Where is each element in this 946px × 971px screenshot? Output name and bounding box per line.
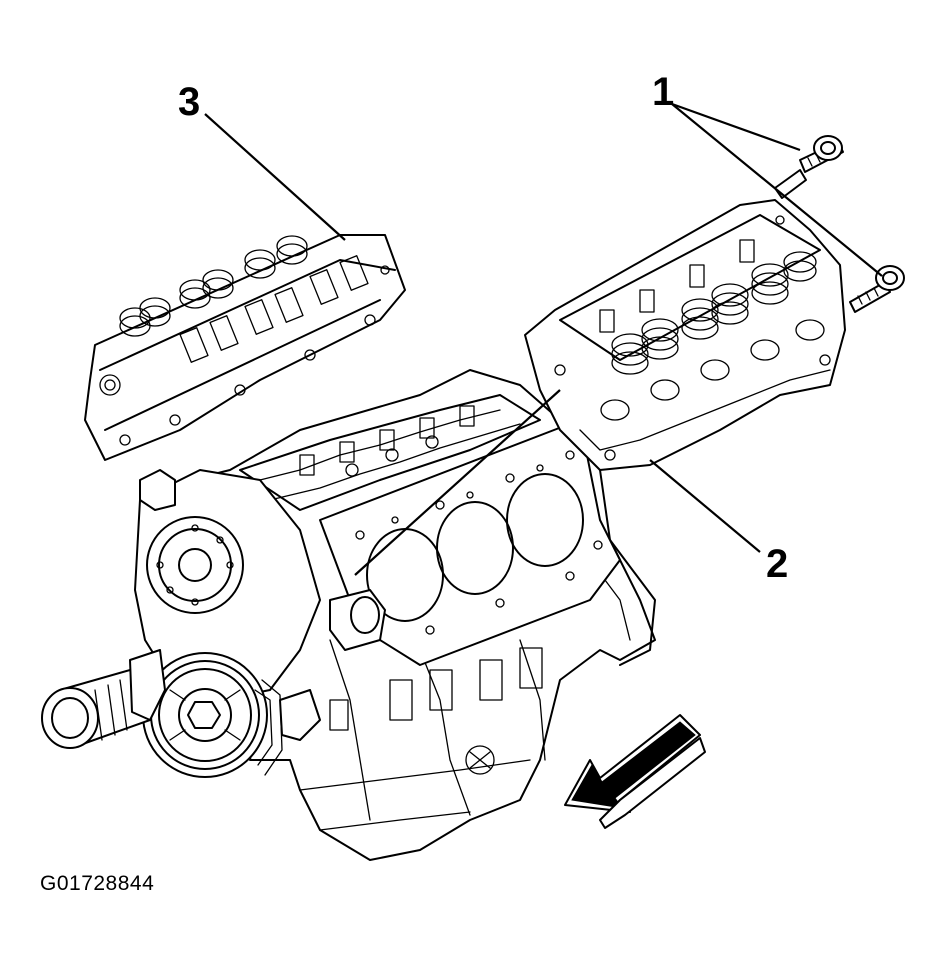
bolt-icon xyxy=(774,135,905,313)
front-cover xyxy=(134,469,386,701)
cylinder-head-left xyxy=(84,234,406,461)
direction-arrow-icon xyxy=(564,714,706,829)
figure-code: G01728844 xyxy=(40,872,155,895)
cylinder-head-right xyxy=(524,199,846,471)
crankshaft-balancer xyxy=(142,652,321,778)
callout-2-label: 2 xyxy=(766,542,789,586)
oil-filter xyxy=(41,649,166,749)
callout-3-label: 3 xyxy=(178,80,201,124)
leader-lines xyxy=(204,102,883,576)
callout-1-label: 1 xyxy=(652,70,675,114)
